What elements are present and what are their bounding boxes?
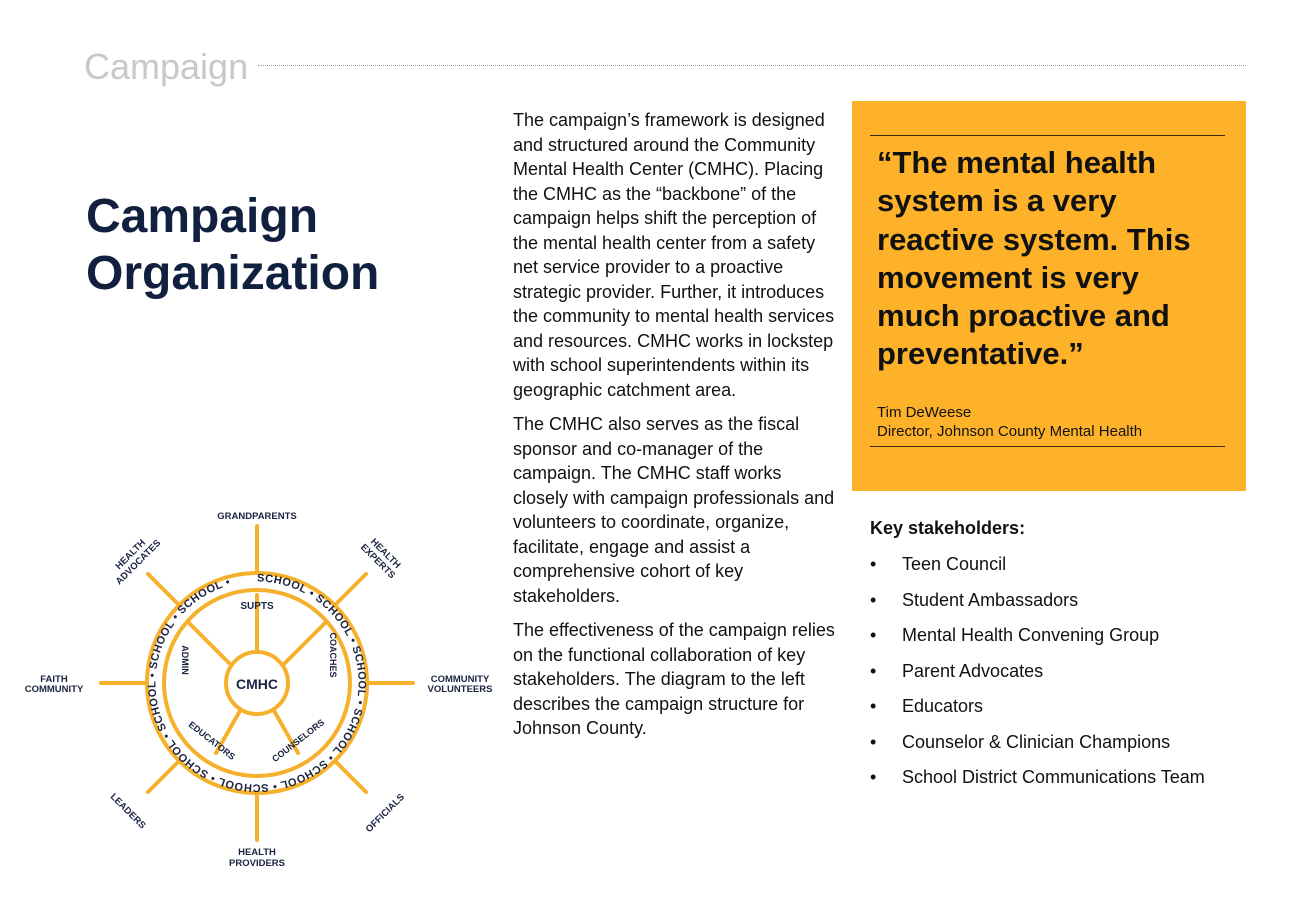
list-item: Educators <box>870 691 1205 727</box>
body-paragraph-2: The CMHC also serves as the fiscal spons… <box>513 414 835 606</box>
list-item: Teen Council <box>870 549 1205 585</box>
quote-attribution: Tim DeWeese Director, Johnson County Men… <box>877 404 1142 441</box>
outer-ring <box>145 571 369 795</box>
outer-label-right-2: VOLUNTEERS <box>428 684 493 695</box>
quote-author: Tim DeWeese <box>877 404 972 421</box>
center-hub <box>224 650 290 716</box>
list-item: Parent Advocates <box>870 656 1205 692</box>
inner-ring <box>162 588 352 778</box>
outer-label-top: GRANDPARENTS <box>217 511 297 522</box>
quote-text: “The mental health system is a very reac… <box>877 145 1191 372</box>
inner-label-admin: ADMIN <box>180 645 190 675</box>
inner-spokes <box>187 593 327 755</box>
quote-callout: “The mental health system is a very reac… <box>852 101 1246 491</box>
page-title-line-1: Campaign <box>86 190 319 243</box>
quote-author-role: Director, Johnson County Mental Health <box>877 422 1143 440</box>
outer-label-left-1: FAITH <box>40 674 68 685</box>
svg-text:LEADERS: LEADERS <box>108 791 148 831</box>
page-title: Campaign Organization <box>86 188 379 302</box>
body-text: The campaign’s framework is designed and… <box>513 108 838 751</box>
section-divider <box>258 65 1246 66</box>
section-label: Campaign <box>84 46 249 87</box>
campaign-structure-diagram: SCHOOL • SCHOOL • SCHOOL • SCHOOL • SCHO… <box>25 511 493 869</box>
list-item: School District Communications Team <box>870 762 1205 798</box>
outer-label-bottom-1: HEALTH <box>238 847 276 858</box>
svg-text:OFFICIALS: OFFICIALS <box>364 792 407 835</box>
inner-label-supts: SUPTS <box>240 601 274 612</box>
stakeholders-list: Teen Council Student Ambassadors Mental … <box>870 549 1205 798</box>
inner-label-counselors: COUNSELORS <box>270 717 326 764</box>
list-item: Mental Health Convening Group <box>870 620 1205 656</box>
outer-label-bottom-left: LEADERS <box>108 791 148 831</box>
list-item: Student Ambassadors <box>870 585 1205 621</box>
page-title-line-2: Organization <box>86 247 380 300</box>
list-item: Counselor & Clinician Champions <box>870 727 1205 763</box>
quote-rule-top <box>870 135 1225 136</box>
quote-rule-bottom <box>870 446 1225 447</box>
spokes <box>99 524 415 842</box>
outer-label-left-2: COMMUNITY <box>25 684 84 695</box>
outer-label-right-1: COMMUNITY <box>431 674 490 685</box>
center-label: CMHC <box>236 676 278 692</box>
inner-label-coaches: COACHES <box>328 632 338 677</box>
body-paragraph-3: The effectiveness of the campaign relies… <box>513 620 835 738</box>
body-paragraph-1: The campaign’s framework is designed and… <box>513 110 835 400</box>
outer-label-bottom-2: PROVIDERS <box>229 858 285 869</box>
stakeholders-heading: Key stakeholders: <box>870 518 1026 538</box>
outer-label-bottom-right: OFFICIALS <box>364 792 407 835</box>
